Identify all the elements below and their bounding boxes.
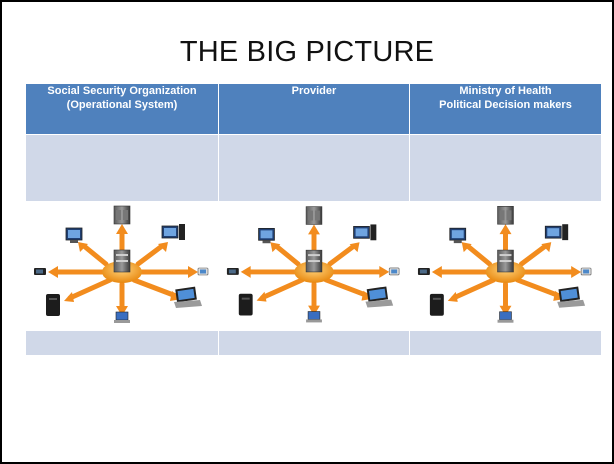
column-header-line: Provider: [291, 85, 337, 97]
network-diagram: [219, 202, 409, 330]
table-cell: [409, 134, 602, 202]
footer-row: [25, 330, 602, 356]
column-header-line: Ministry of Health: [459, 85, 552, 97]
table-cell: [218, 201, 410, 331]
table-cell: [25, 134, 219, 202]
column-header-social-security: Social Security Organization (Operationa…: [25, 83, 219, 135]
table-cell: [218, 330, 410, 356]
table-cell: [409, 201, 602, 331]
header-row: Social Security Organization (Operationa…: [25, 83, 602, 135]
table-cell: [218, 134, 410, 202]
table-cell: [409, 330, 602, 356]
column-header-provider: Provider: [218, 83, 410, 135]
slide-title: THE BIG PICTURE: [179, 36, 435, 68]
empty-row: [25, 134, 602, 202]
image-row: [25, 201, 602, 331]
network-diagram: [26, 202, 218, 330]
column-header-ministry-of-health: Ministry of Health Political Decision ma…: [409, 83, 602, 135]
overview-table: Social Security Organization (Operationa…: [25, 83, 602, 356]
column-header-line: Political Decision makers: [439, 99, 572, 111]
network-diagram: [410, 202, 601, 330]
column-header-line: (Operational System): [66, 99, 178, 111]
table-cell: [25, 201, 219, 331]
column-header-line: Social Security Organization: [47, 85, 197, 97]
table-cell: [25, 330, 219, 356]
